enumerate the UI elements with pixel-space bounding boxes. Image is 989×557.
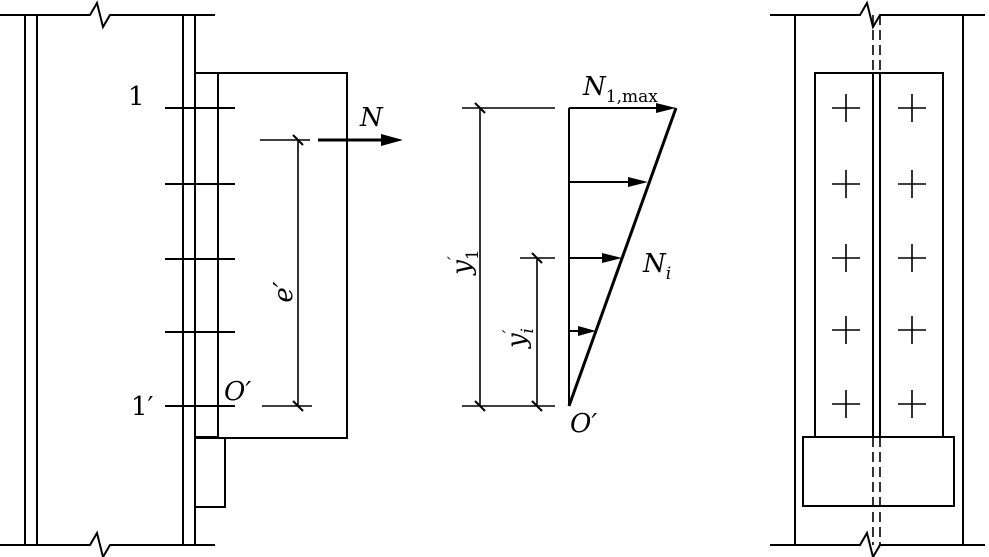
origin-label: O′ bbox=[570, 409, 597, 439]
right-view bbox=[770, 0, 985, 557]
support-block bbox=[802, 436, 955, 507]
support-block bbox=[195, 437, 226, 508]
end-plate bbox=[194, 72, 219, 438]
yi-label: y′i bbox=[500, 328, 538, 349]
bolt-cross bbox=[898, 94, 926, 122]
force-arrow-2-head bbox=[628, 177, 648, 187]
eccentricity-label: e′ bbox=[269, 281, 299, 302]
max-bolt-force-label: N1,max bbox=[582, 72, 658, 107]
bolt-cross bbox=[832, 170, 860, 198]
middle-view: N1,max Ni y′1 y′i O′ bbox=[445, 72, 678, 439]
bottom-break-line bbox=[0, 530, 215, 557]
dimension-tick bbox=[292, 134, 304, 146]
top-break-line bbox=[0, 0, 215, 30]
force-arrow-3-head bbox=[602, 253, 622, 263]
force-arrow-4-head bbox=[578, 326, 596, 336]
force-arrow-head bbox=[381, 134, 403, 146]
bolt-row-bottom-label: 1′ bbox=[131, 392, 154, 422]
dimension-tick bbox=[474, 400, 486, 412]
top-break-line bbox=[770, 0, 985, 30]
rotation-center-label: O′ bbox=[224, 377, 251, 407]
bolt-marks bbox=[832, 94, 926, 418]
y1-label: y′1 bbox=[445, 249, 483, 275]
bolt-force-label: Ni bbox=[642, 249, 671, 284]
dimension-tick bbox=[531, 252, 543, 264]
bolt-row-top-label: 1 bbox=[128, 82, 145, 112]
gusset-plate bbox=[217, 72, 348, 439]
bolt-cross bbox=[832, 94, 860, 122]
bolt-cross bbox=[898, 316, 926, 344]
bolt-cross bbox=[832, 390, 860, 418]
bolt-cross bbox=[832, 244, 860, 272]
force-arrow-max-head bbox=[656, 103, 676, 113]
bottom-break-line bbox=[770, 530, 985, 557]
bolt-cross bbox=[898, 244, 926, 272]
force-distribution-line bbox=[567, 107, 678, 407]
bolt-cross bbox=[898, 390, 926, 418]
bolt-cross bbox=[832, 316, 860, 344]
force-label: N bbox=[359, 103, 384, 133]
dimension-tick bbox=[531, 400, 543, 412]
dimension-tick bbox=[474, 102, 486, 114]
dimension-tick bbox=[292, 400, 304, 412]
bolt-cross bbox=[898, 170, 926, 198]
left-view: 1 1′ O′ N e′ bbox=[0, 0, 403, 557]
